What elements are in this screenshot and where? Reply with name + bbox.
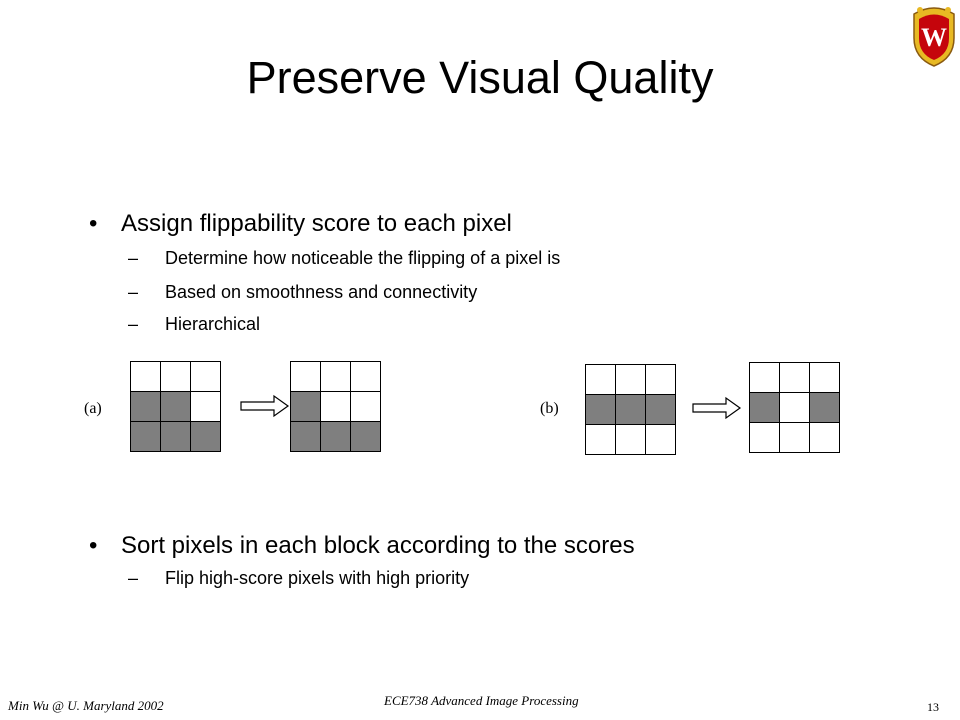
empty-pixel [320,391,351,422]
grid-row [749,392,840,423]
figure-a-after-grid [290,361,381,452]
slide-title: Preserve Visual Quality [246,52,714,103]
page-number: 13 [927,700,939,714]
empty-pixel [749,362,780,393]
filled-pixel [585,394,616,425]
empty-pixel [350,361,381,392]
empty-pixel [320,361,351,392]
grid-row [130,361,221,392]
grid-row [290,361,381,392]
filled-pixel [645,394,676,425]
svg-text:W: W [921,23,947,52]
empty-pixel [130,361,161,392]
grid-row [749,362,840,393]
filled-pixel [350,421,381,452]
filled-pixel [160,391,191,422]
empty-pixel [615,364,646,395]
filled-pixel [130,391,161,422]
filled-pixel [749,392,780,423]
bullet-1: • Assign flippability score to each pixe… [89,210,512,238]
empty-pixel [749,422,780,453]
figure-b-before-grid [585,364,676,455]
filled-pixel [615,394,646,425]
grid-row [130,421,221,452]
filled-pixel [160,421,191,452]
empty-pixel [645,424,676,455]
subitem-1-2: – Based on smoothness and connectivity [128,282,478,303]
uw-crest-icon: W [913,7,955,67]
figure-b-after-grid [749,362,840,453]
empty-pixel [585,424,616,455]
figure-a-label: (a) [84,400,102,417]
empty-pixel [809,362,840,393]
dash-marker: – [128,248,139,268]
right-arrow-icon [240,394,290,418]
filled-pixel [190,421,221,452]
empty-pixel [190,361,221,392]
dash-marker: – [128,314,139,334]
subitem-1-1: – Determine how noticeable the flipping … [128,248,561,269]
figure-b-label: (b) [540,400,559,417]
filled-pixel [809,392,840,423]
grid-row [130,391,221,422]
bullet-2-text: Sort pixels in each block according to t… [121,532,635,559]
figure-a-before-grid [130,361,221,452]
empty-pixel [585,364,616,395]
empty-pixel [645,364,676,395]
grid-row [585,364,676,395]
right-arrow-icon [692,396,742,420]
empty-pixel [809,422,840,453]
grid-row [290,421,381,452]
subitem-1-3-text: Hierarchical [165,314,261,334]
empty-pixel [615,424,646,455]
dash-marker: – [128,282,139,302]
subitem-1-1-text: Determine how noticeable the flipping of… [165,248,561,268]
footer-course: ECE738 Advanced Image Processing [384,693,579,708]
subitem-1-2-text: Based on smoothness and connectivity [165,282,478,302]
empty-pixel [290,361,321,392]
subitem-2-1: – Flip high-score pixels with high prior… [128,568,470,589]
filled-pixel [290,421,321,452]
grid-row [585,424,676,455]
filled-pixel [320,421,351,452]
footer-author: Min Wu @ U. Maryland 2002 [8,698,164,713]
filled-pixel [130,421,161,452]
empty-pixel [779,362,810,393]
subitem-1-3: – Hierarchical [128,314,261,335]
empty-pixel [779,422,810,453]
empty-pixel [779,392,810,423]
subitem-2-1-text: Flip high-score pixels with high priorit… [165,568,470,588]
filled-pixel [290,391,321,422]
bullet-2: • Sort pixels in each block according to… [89,532,635,560]
grid-row [585,394,676,425]
bullet-1-text: Assign flippability score to each pixel [121,210,512,237]
grid-row [749,422,840,453]
dash-marker: – [128,568,139,588]
bullet-marker: • [89,210,98,237]
bullet-marker: • [89,532,98,559]
empty-pixel [190,391,221,422]
empty-pixel [160,361,191,392]
empty-pixel [350,391,381,422]
grid-row [290,391,381,422]
